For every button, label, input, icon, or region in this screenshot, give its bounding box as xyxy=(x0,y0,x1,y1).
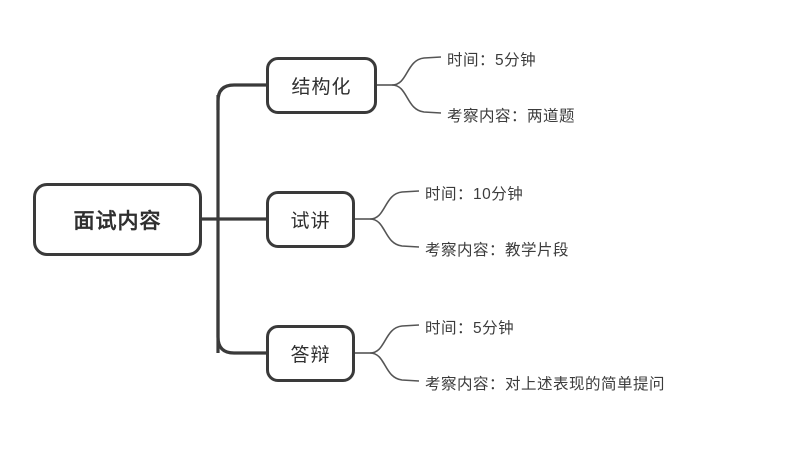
leaf-label-trial-lecture-time: 时间：10分钟 xyxy=(425,186,524,203)
root-node-label: 面试内容 xyxy=(73,209,162,233)
branch-node-trial-lecture[interactable]: 试讲 xyxy=(266,191,355,248)
branch-node-label: 答辩 xyxy=(290,345,331,366)
leaf-label-trial-lecture-content: 考察内容：教学片段 xyxy=(425,242,570,259)
branch-node-defense[interactable]: 答辩 xyxy=(266,325,355,382)
branch-node-label: 结构化 xyxy=(291,77,352,98)
branch-node-label: 试讲 xyxy=(290,211,331,232)
root-node[interactable]: 面试内容 xyxy=(33,183,202,256)
leaf-label-structured-time: 时间：5分钟 xyxy=(447,52,537,69)
branch-node-structured[interactable]: 结构化 xyxy=(266,57,377,114)
leaf-label-structured-content: 考察内容：两道题 xyxy=(447,108,576,125)
leaf-label-defense-content: 考察内容：对上述表现的简单提问 xyxy=(425,376,666,393)
leaf-label-defense-time: 时间：5分钟 xyxy=(425,320,515,337)
